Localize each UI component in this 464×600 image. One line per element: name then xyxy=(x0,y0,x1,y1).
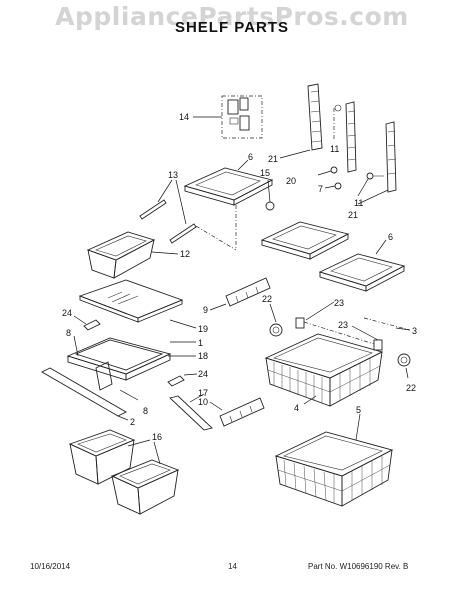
callout-12: 12 xyxy=(180,249,190,259)
callout-8-upper: 8 xyxy=(66,328,71,338)
callout-22-upper: 22 xyxy=(262,294,272,304)
callout-1: 1 xyxy=(198,338,203,348)
part-clips xyxy=(73,315,198,387)
callout-21-lower: 21 xyxy=(348,210,358,220)
callout-22-lower: 22 xyxy=(406,383,416,393)
part-literature-kit xyxy=(193,95,263,139)
callout-5: 5 xyxy=(356,405,361,415)
part-shelf-rail-center xyxy=(333,101,357,173)
part-shelf-lower-right xyxy=(318,239,406,292)
callout-21-upper: 21 xyxy=(268,154,278,164)
callout-17: 17 xyxy=(198,388,208,398)
part-front-trim xyxy=(41,367,129,421)
callout-11-upper: 11 xyxy=(330,144,339,154)
part-deli-pan xyxy=(86,231,179,279)
callout-2: 2 xyxy=(130,417,135,427)
part-wire-basket-upper xyxy=(264,333,384,407)
part-screws xyxy=(265,166,384,211)
part-shelf-support-upper xyxy=(209,277,271,311)
part-crisper-bin-left xyxy=(68,429,151,485)
part-side-rail xyxy=(119,389,213,431)
part-pan-rails xyxy=(139,179,237,251)
callout-3: 3 xyxy=(412,326,417,336)
callout-24-lower: 24 xyxy=(198,369,208,379)
callout-13: 13 xyxy=(168,170,178,180)
footer-date: 10/16/2014 xyxy=(30,562,71,571)
callout-10: 10 xyxy=(198,397,208,407)
callout-6-upper: 6 xyxy=(248,152,253,162)
footer-part-number: Part No. W10696190 Rev. B xyxy=(308,562,409,571)
callout-18: 18 xyxy=(198,351,208,361)
callout-24-upper: 24 xyxy=(62,308,72,318)
callout-23-lower: 23 xyxy=(338,320,348,330)
part-shelf-rail-right xyxy=(357,121,397,205)
callout-14: 14 xyxy=(179,112,189,122)
part-shelf-upper-right xyxy=(260,221,350,260)
callout-6-lower: 6 xyxy=(388,232,393,242)
part-basket-slides xyxy=(269,301,411,379)
callout-8-lower: 8 xyxy=(143,406,148,416)
watermark: AppliancePartsPros.com xyxy=(55,2,409,31)
part-shelf-support-lower xyxy=(209,397,265,427)
callout-20: 20 xyxy=(286,176,296,186)
callout-7: 7 xyxy=(318,184,323,194)
callout-15: 15 xyxy=(260,168,270,178)
callout-23-upper: 23 xyxy=(334,298,344,308)
callout-16: 16 xyxy=(152,432,162,442)
callout-labels: 14 21 11 6 15 20 7 11 21 13 6 12 24 9 22… xyxy=(62,112,417,442)
page-title: SHELF PARTS xyxy=(174,19,290,36)
part-crisper-bin-right xyxy=(110,441,180,515)
part-wire-basket-lower xyxy=(274,413,394,507)
part-shelf-frame xyxy=(66,335,196,391)
footer-page-number: 14 xyxy=(228,562,237,571)
part-shelf-rail-left xyxy=(279,83,323,159)
callout-4: 4 xyxy=(294,403,299,413)
part-shelf-upper-left xyxy=(183,159,274,250)
callout-19: 19 xyxy=(198,324,208,334)
callout-9: 9 xyxy=(203,305,208,315)
callout-11-lower: 11 xyxy=(354,198,363,208)
part-glass-shelf xyxy=(78,279,197,329)
